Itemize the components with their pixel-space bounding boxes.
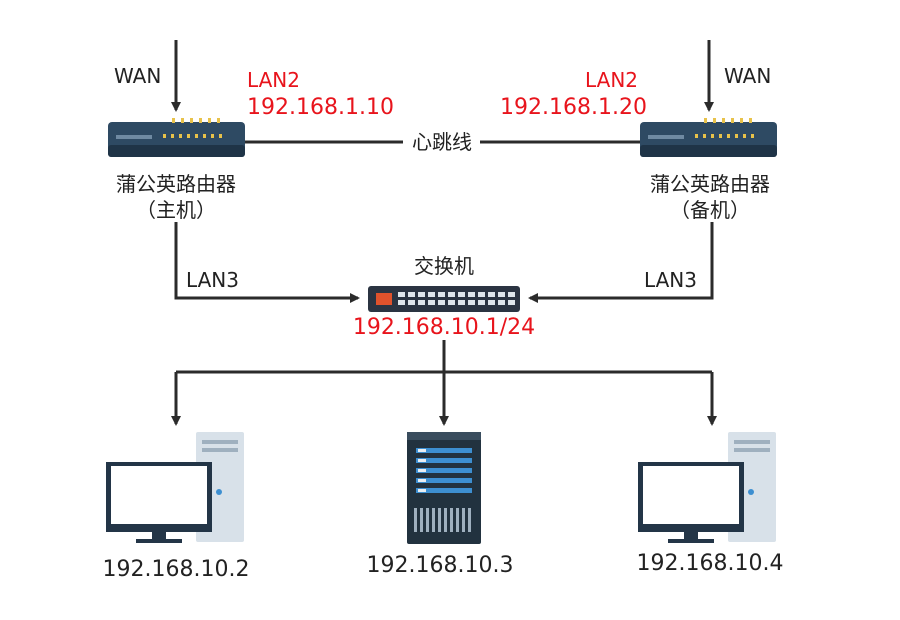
router-main-wan-label: WAN: [114, 64, 162, 88]
switch-port: [498, 292, 505, 297]
switch-port: [488, 300, 495, 305]
server-vent: [414, 508, 417, 532]
switch-port: [398, 300, 405, 305]
router-backup-icon: [640, 118, 777, 157]
router-backup-wan-label: WAN: [724, 64, 772, 88]
server-vent: [444, 508, 447, 532]
router-backup-ip: 192.168.1.20: [500, 95, 647, 120]
switch-port: [448, 300, 455, 305]
server-vent: [450, 508, 453, 532]
server-vent: [438, 508, 441, 532]
server-vent: [462, 508, 465, 532]
server-vent: [468, 508, 471, 532]
server-vent: [456, 508, 459, 532]
router-backup-name: 蒲公英路由器: [650, 172, 770, 196]
switch-port: [488, 292, 495, 297]
switch-port: [438, 300, 445, 305]
router-backup-role: （备机）: [670, 198, 750, 222]
router-main-lan3-label: LAN3: [186, 268, 239, 292]
router-main-name: 蒲公英路由器: [116, 172, 236, 196]
switch-port: [398, 292, 405, 297]
router-main-ip: 192.168.1.10: [247, 95, 394, 120]
switch-port: [468, 292, 475, 297]
router-main-lan2-label: LAN2: [247, 68, 300, 92]
switch-port: [438, 292, 445, 297]
switch-port: [468, 300, 475, 305]
switch-port: [418, 300, 425, 305]
switch-port: [478, 300, 485, 305]
switch-port: [498, 300, 505, 305]
desktop-computer-2-icon: [638, 432, 776, 543]
router-backup-lan2-label: LAN2: [585, 68, 638, 92]
client-3-ip: 192.168.10.4: [636, 551, 784, 576]
switch-port: [408, 300, 415, 305]
switch-port: [418, 292, 425, 297]
router-backup-lan3-label: LAN3: [644, 268, 697, 292]
server-computer-icon: [407, 432, 481, 544]
router-main-role: （主机）: [136, 198, 216, 222]
server-vent: [432, 508, 435, 532]
switch-port: [508, 292, 515, 297]
switch-port: [508, 300, 515, 305]
switch-icon: [368, 286, 520, 312]
switch-port: [428, 300, 435, 305]
switch-port: [458, 300, 465, 305]
server-vent: [426, 508, 429, 532]
client-2-ip: 192.168.10.3: [366, 553, 514, 578]
desktop-computer-1-icon: [106, 432, 244, 543]
switch-port: [478, 292, 485, 297]
lan3-line-main: [174, 222, 360, 303]
switch-port: [458, 292, 465, 297]
lan3-line-backup: [528, 222, 714, 303]
switch-label: 交换机: [414, 254, 474, 278]
client-1-ip: 192.168.10.2: [102, 557, 250, 582]
switch-port: [448, 292, 455, 297]
server-vent: [420, 508, 423, 532]
switch-port: [428, 292, 435, 297]
router-main-icon: [108, 118, 245, 157]
heartbeat-label: 心跳线: [412, 130, 472, 154]
switch-port: [408, 292, 415, 297]
switch-ip: 192.168.10.1/24: [352, 315, 536, 340]
